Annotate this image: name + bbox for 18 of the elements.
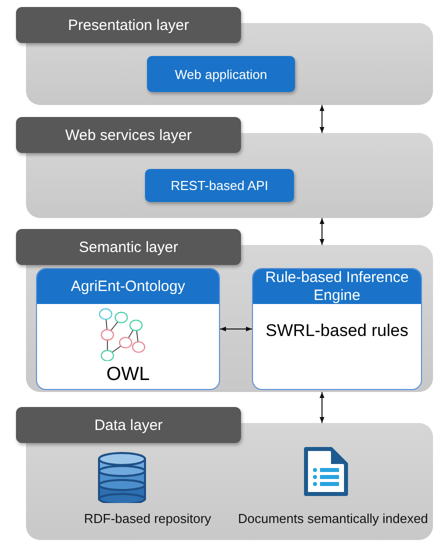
layer-title: Web services layer <box>16 117 241 153</box>
component-box: Web application <box>147 56 295 92</box>
component-panel <box>252 268 422 390</box>
panel-text: OWL <box>105 364 151 386</box>
component-panel <box>36 268 220 390</box>
layer-title: Presentation layer <box>16 7 241 43</box>
panel-header: AgriEnt-Ontology <box>37 269 219 304</box>
panel-header: Rule-based Inference Engine <box>253 269 421 304</box>
layer-title: Data layer <box>16 407 241 443</box>
caption-text: RDF-based repository <box>84 511 212 526</box>
caption-text: Documents semantically indexed <box>238 511 428 526</box>
double-arrow <box>320 104 324 134</box>
layer-title: Semantic layer <box>16 229 241 265</box>
double-arrow <box>320 218 324 246</box>
panel-text: SWRL-based rules <box>264 321 410 341</box>
double-arrow <box>220 326 252 332</box>
double-arrow <box>320 392 324 424</box>
component-box: REST-based API <box>145 169 294 202</box>
